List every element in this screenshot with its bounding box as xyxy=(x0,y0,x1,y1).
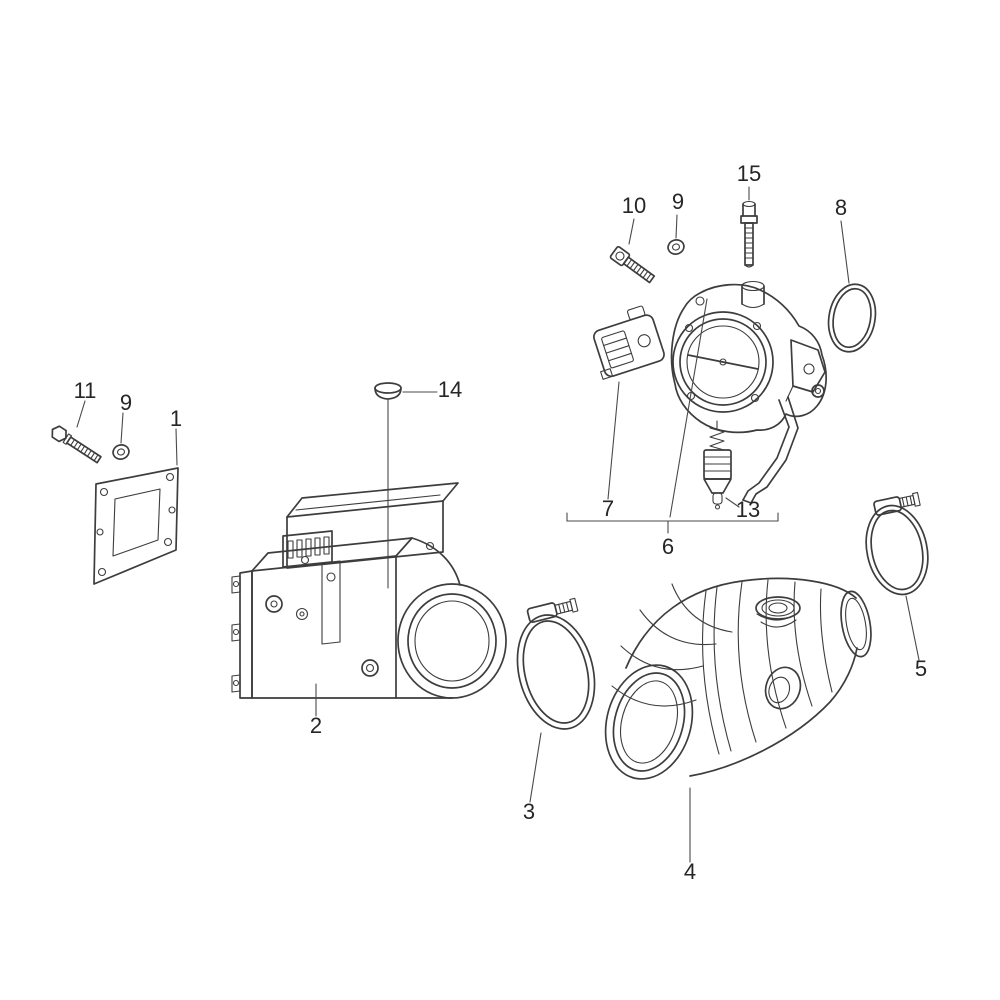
part-label-11: 11 xyxy=(74,378,97,403)
part-washer-left xyxy=(112,444,130,460)
part-intake-hose xyxy=(604,577,872,780)
part-label-5: 5 xyxy=(915,656,927,681)
part-throttle-body xyxy=(670,280,827,504)
part-air-flow-meter xyxy=(231,482,507,699)
part-hose-clamp-left xyxy=(516,597,596,730)
part-label-14: 14 xyxy=(438,377,462,402)
part-gasket-plate xyxy=(93,467,179,585)
part-label-8: 8 xyxy=(835,195,847,220)
part-label-9-left: 9 xyxy=(120,390,132,415)
part-socket-bolt xyxy=(609,245,656,284)
part-label-2: 2 xyxy=(310,713,322,738)
part-label-7: 7 xyxy=(602,496,614,521)
assembly-bracket xyxy=(566,512,779,522)
part-labels: 11 9 1 14 2 3 4 5 8 15 10 9 7 13 6 xyxy=(74,161,928,884)
leader-lines xyxy=(76,186,920,863)
part-label-10: 10 xyxy=(622,193,646,218)
part-hose-clamp-right xyxy=(865,491,929,596)
part-valve xyxy=(703,420,732,510)
part-stud-screw xyxy=(740,200,758,268)
part-washer-right xyxy=(667,239,685,255)
part-label-1: 1 xyxy=(170,406,182,431)
part-label-13: 13 xyxy=(736,497,760,522)
part-connector xyxy=(593,305,665,380)
part-label-3: 3 xyxy=(523,799,535,824)
part-seal-ring xyxy=(827,283,877,353)
part-hex-bolt xyxy=(51,425,102,464)
part-label-9-right: 9 xyxy=(672,189,684,214)
part-label-15: 15 xyxy=(737,161,761,186)
part-label-6: 6 xyxy=(662,534,674,559)
part-label-4: 4 xyxy=(684,859,696,884)
